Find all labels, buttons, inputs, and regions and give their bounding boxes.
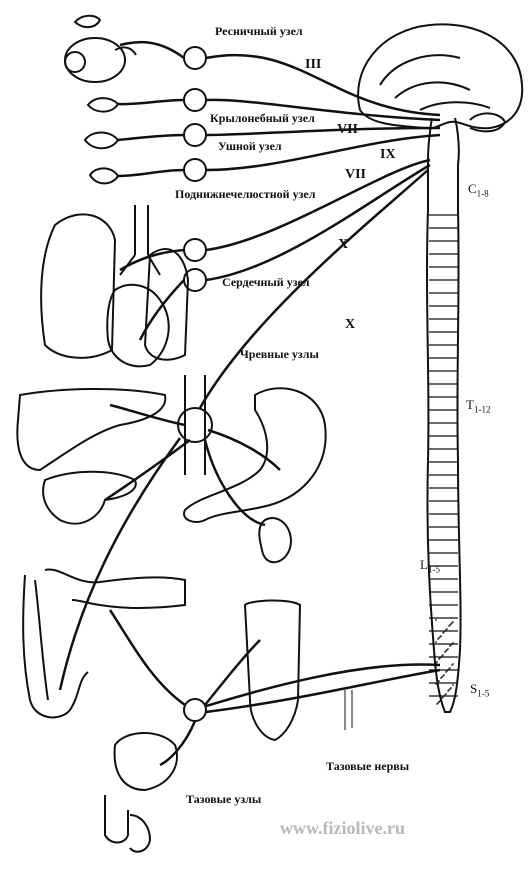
pelvic-nerve-pointers [344, 690, 353, 730]
sacral-stipple [446, 628, 448, 630]
sacral-stipple [435, 619, 437, 621]
sacral-stipple [450, 687, 452, 689]
sacral-stipple [435, 641, 437, 643]
cranial-nerve-7a: VII [337, 122, 359, 137]
liver-organ [16, 387, 167, 472]
sacral-stipple [445, 693, 447, 695]
cranial-nerve-10b: X [345, 317, 356, 332]
cranial-nerve-7b: VII [345, 167, 367, 182]
sacral-stipple [447, 648, 449, 650]
segment-lumbar: L1-5 [420, 557, 440, 575]
kidney [258, 517, 292, 564]
lung-ganglion [183, 238, 207, 262]
ciliary-ganglion [183, 46, 207, 70]
sacral-stipple [452, 663, 454, 665]
stomach-organ [183, 387, 327, 523]
rectum-organ [243, 599, 302, 742]
segment-thoracic: T1-12 [466, 397, 491, 415]
nerve-fibers [58, 40, 441, 767]
sacral-stipple [452, 621, 454, 623]
sacral-stipple [436, 661, 438, 663]
celiac-ganglia-label: Чревные узлы [240, 347, 319, 361]
sacral-stipple [449, 667, 451, 669]
cranial-nerve-10a: X [338, 237, 349, 252]
lung-organ [40, 213, 190, 361]
sacral-stipple [438, 680, 440, 682]
otic-ganglion [183, 123, 207, 147]
cranial-nerve-9: IX [380, 147, 396, 162]
colon-organ [22, 568, 186, 719]
segment-sacral: S1-5 [470, 681, 490, 699]
submandibular-ganglion-label: Поднижнечелюстной узел [175, 187, 316, 201]
genital-organ [104, 795, 152, 853]
sacral-stipple [452, 684, 454, 686]
pelvic-nerves-label: Тазовые нервы [326, 759, 410, 773]
pterygopalatine-ganglion-label: Крылонебный узел [210, 111, 315, 125]
lacrimal-gland [73, 14, 102, 28]
sacral-stipple [442, 654, 444, 656]
watermark: www.fiziolive.ru [280, 818, 405, 838]
heart-organ [106, 283, 170, 368]
spinal-cord [426, 209, 462, 713]
sacral-stipple [439, 700, 441, 702]
trachea [119, 205, 161, 276]
pterygopalatine-ganglion [183, 88, 207, 112]
cardiac-ganglion-label: Сердечный узел [222, 275, 310, 289]
parotid-gland [83, 131, 120, 150]
pancreas-organ [42, 470, 137, 525]
submandibular-gland [88, 167, 120, 185]
lacrimal-gland-2 [86, 97, 120, 113]
pelvic-ganglion [183, 698, 207, 722]
cranial-nerve-3: III [305, 57, 322, 72]
brainstem [427, 117, 460, 210]
ciliary-ganglion-label: Ресничный узел [215, 24, 303, 38]
sacral-stipple [443, 674, 445, 676]
segment-cervical: C1-8 [468, 181, 489, 199]
pelvic-ganglia-label: Тазовые узлы [186, 792, 262, 806]
submandibular-ganglion [183, 158, 207, 182]
otic-ganglion-label: Ушной узел [218, 139, 282, 153]
eye-organ [64, 37, 137, 83]
sacral-stipple [452, 642, 454, 644]
bladder-organ [113, 732, 178, 792]
sacral-stipple [440, 635, 442, 637]
